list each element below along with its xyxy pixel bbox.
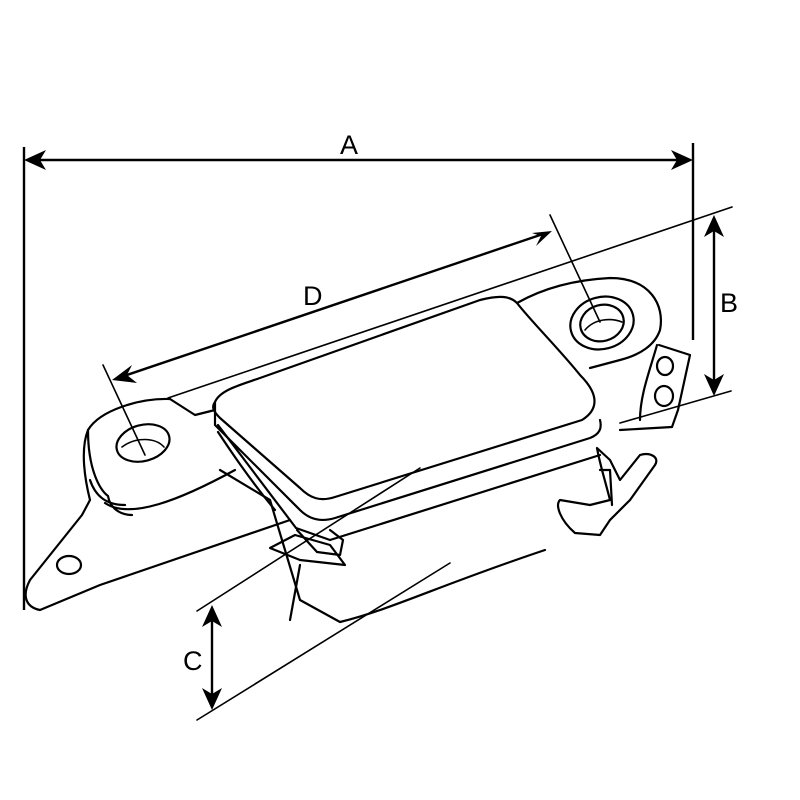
dimension-d xyxy=(102,214,601,456)
dimension-label-c: C xyxy=(183,646,203,676)
regulator-part xyxy=(24,276,692,624)
dimension-label-d: D xyxy=(303,281,323,311)
dimension-c xyxy=(196,467,451,721)
dimension-b xyxy=(167,206,733,424)
dimension-label-b: B xyxy=(720,288,739,318)
dimension-a xyxy=(22,143,695,610)
dimension-label-a: A xyxy=(340,130,359,160)
